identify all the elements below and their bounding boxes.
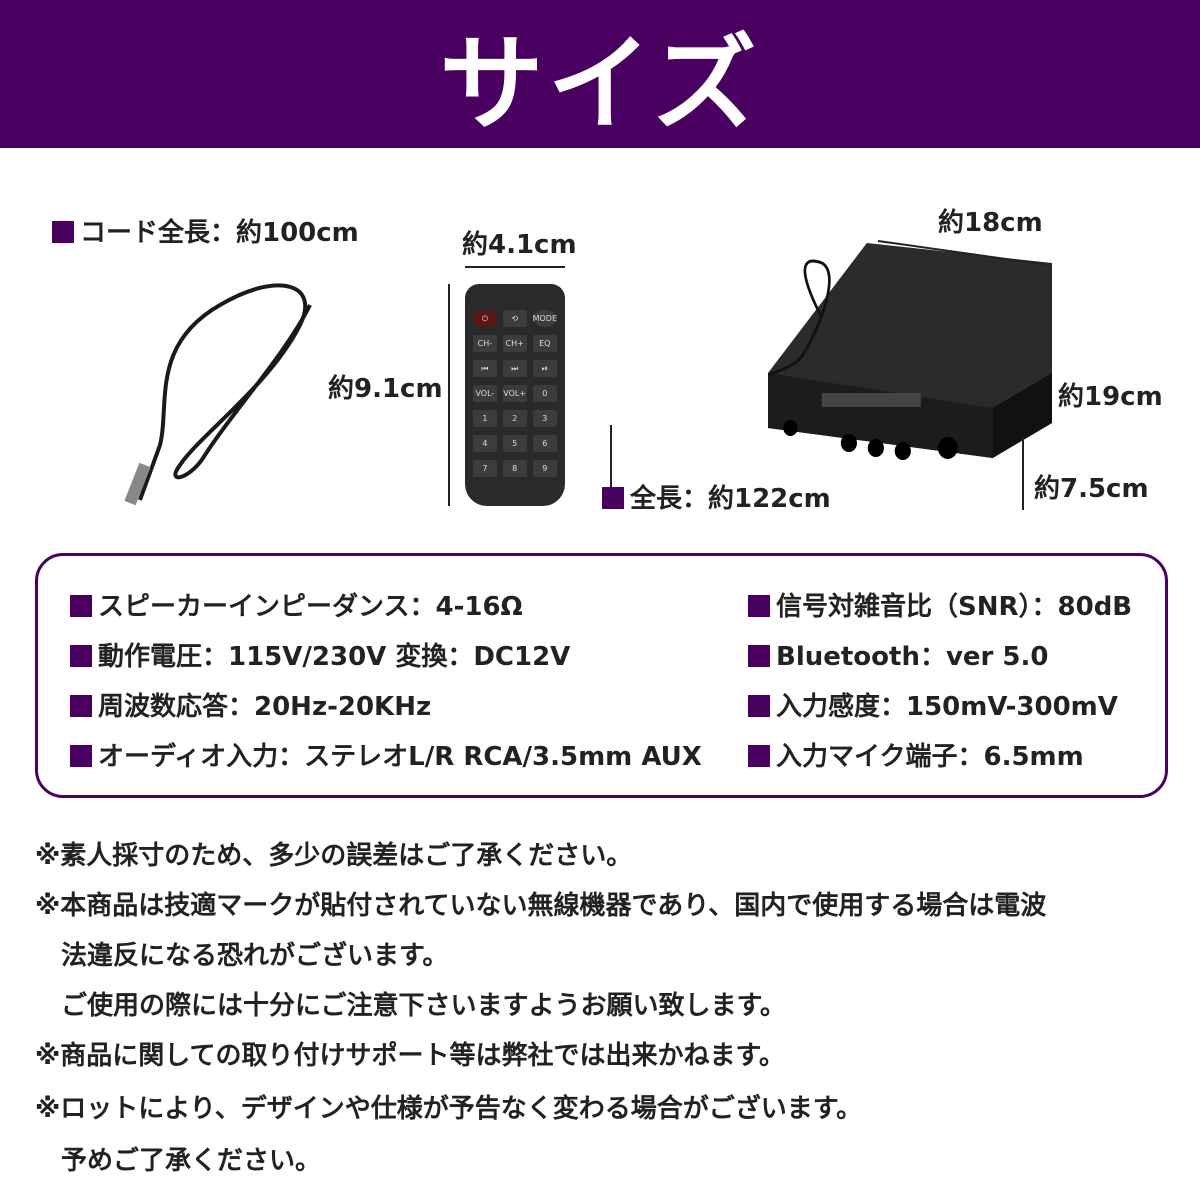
bullet-square: [602, 487, 624, 509]
remote-width-label: 約4.1cm: [462, 230, 577, 260]
remote-button: ⏯: [532, 360, 557, 377]
remote-height-line: [448, 284, 450, 506]
remote-button: CH-: [473, 335, 497, 352]
plug-length-label: 全長：約122cm: [602, 478, 831, 515]
plug-leader-line: [610, 425, 612, 490]
remote-button: VOL-: [473, 385, 497, 402]
remote-width-line: [465, 266, 565, 268]
remote-button: CH+: [502, 335, 527, 352]
remote-button: ⏻: [473, 310, 497, 327]
note-line: ※ロットにより、デザインや仕様が予告なく変わる場合がございます。: [35, 1094, 863, 1124]
spec-item: 入力マイク端子：6.5mm: [748, 736, 1084, 773]
note-line: 予めご了承ください。: [35, 1146, 322, 1176]
note-line: 法違反になる恐れがございます。: [35, 941, 449, 971]
spec-item: スピーカーインピーダンス：4-16Ω: [70, 586, 523, 623]
note-line: ご使用の際には十分にご注意下さいますようお願い致します。: [35, 991, 786, 1021]
remote-button: ⏭: [502, 360, 527, 377]
spec-box: スピーカーインピーダンス：4-16Ω 動作電圧：115V/230V 変換：DC1…: [35, 553, 1168, 798]
remote-button: 8: [502, 460, 527, 477]
remote-button: 0: [532, 385, 557, 402]
bullet-square: [52, 221, 74, 243]
amp-height-label: 約7.5cm: [1034, 474, 1149, 504]
cable-image: [124, 283, 312, 506]
amplifier-image: [768, 243, 1052, 460]
spec-item: オーディオ入力：ステレオL/R RCA/3.5mm AUX: [70, 736, 702, 773]
spec-item: 動作電圧：115V/230V 変換：DC12V: [70, 636, 570, 673]
remote-button: 7: [473, 460, 497, 477]
remote-button: 9: [532, 460, 557, 477]
remote-button: 3: [532, 410, 557, 427]
remote-button: 5: [502, 435, 527, 452]
remote-button: EQ: [532, 335, 557, 352]
note-line: ※素人採寸のため、多少の誤差はご了承ください。: [35, 841, 633, 871]
amp-height-line: [1022, 438, 1024, 510]
remote-button: ⟲: [502, 310, 527, 327]
page-title: サイズ: [439, 22, 761, 145]
note-line: ※本商品は技適マークが貼付されていない無線機器であり、国内で使用する場合は電波: [35, 891, 1047, 921]
remote-button: 6: [532, 435, 557, 452]
plug-length-text: 全長：約122cm: [630, 484, 831, 514]
note-line: ※商品に関しての取り付けサポート等は弊社では出来かねます。: [35, 1041, 785, 1071]
spec-item: 入力感度：150mV-300mV: [748, 686, 1118, 723]
remote-button: MODE: [532, 310, 557, 327]
spec-item: Bluetooth：ver 5.0: [748, 636, 1048, 673]
remote-button: ⏮: [473, 360, 497, 377]
remote-height-label: 約9.1cm: [328, 374, 443, 404]
remote-button: 1: [473, 410, 497, 427]
cable-length-text: コード全長：約100cm: [80, 218, 359, 248]
spec-item: 周波数応答：20Hz-20KHz: [70, 686, 431, 723]
amp-width-label: 約18cm: [938, 208, 1043, 238]
cable-length-label: コード全長：約100cm: [52, 212, 359, 249]
header-banner: サイズ: [0, 0, 1200, 148]
remote-button: VOL+: [502, 385, 527, 402]
remote-button: 2: [502, 410, 527, 427]
amp-depth-label: 約19cm: [1058, 382, 1163, 412]
remote-button: 4: [473, 435, 497, 452]
spec-item: 信号対雑音比（SNR）：80dB: [748, 586, 1132, 623]
